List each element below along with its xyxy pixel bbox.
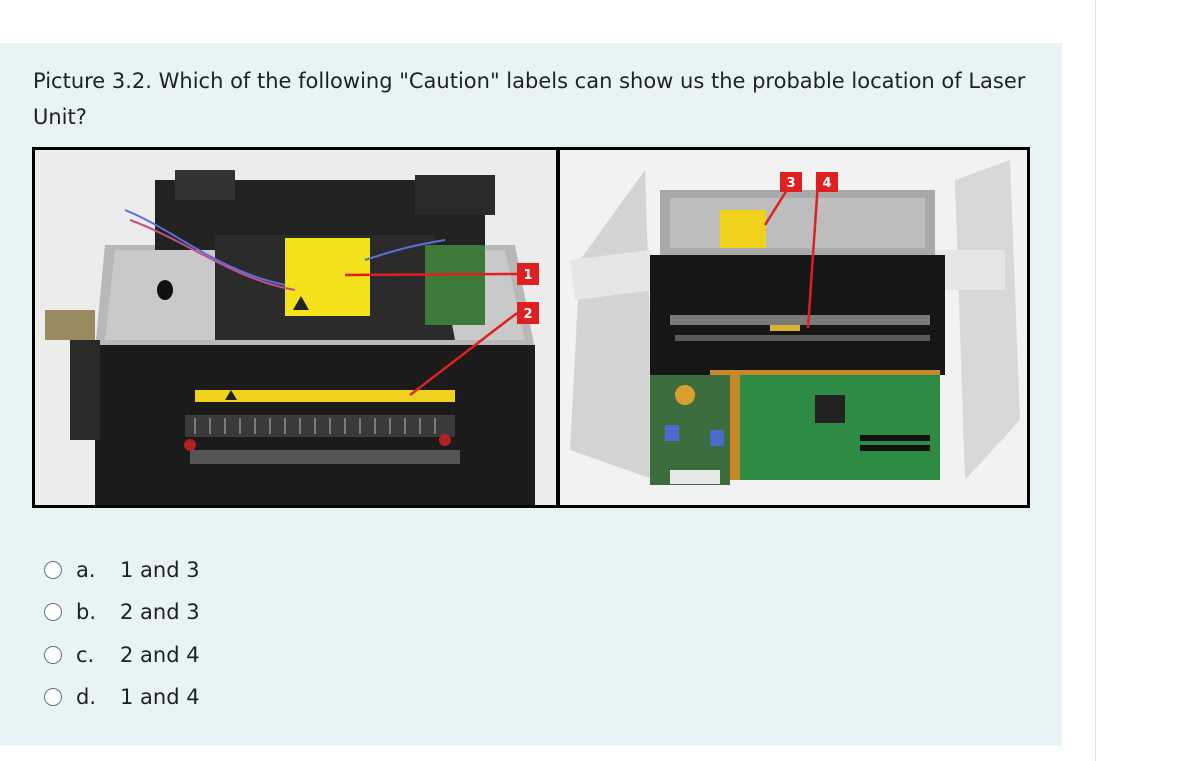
option-b-text: 2 and 3 [120, 600, 200, 624]
option-c-text: 2 and 4 [120, 643, 200, 667]
callout-1: 1 [523, 268, 532, 283]
option-d[interactable]: d. 1 and 4 [44, 682, 200, 712]
option-c-letter: c. [76, 643, 95, 667]
option-c[interactable]: c. 2 and 4 [44, 640, 200, 670]
option-b-letter: b. [76, 600, 97, 624]
question-text: Picture 3.2. Which of the following "Cau… [33, 69, 1026, 129]
option-a-text: 1 and 3 [120, 558, 200, 582]
radio-option-b[interactable] [44, 603, 62, 621]
callout-4: 4 [822, 176, 831, 191]
radio-option-c[interactable] [44, 646, 62, 664]
option-d-letter: d. [76, 685, 97, 709]
option-a[interactable]: a. 1 and 3 [44, 555, 200, 585]
question-figure: 1 2 [32, 147, 1030, 508]
option-a-letter: a. [76, 558, 96, 582]
radio-option-d[interactable] [44, 688, 62, 706]
option-d-text: 1 and 4 [120, 685, 200, 709]
callout-3: 3 [786, 176, 795, 191]
printer-photo-right: 3 4 [560, 150, 1027, 505]
radio-option-a[interactable] [44, 561, 62, 579]
callout-2: 2 [523, 307, 532, 322]
printer-photo-left: 1 2 [35, 150, 556, 505]
option-b[interactable]: b. 2 and 3 [44, 597, 200, 627]
page-divider [1095, 0, 1096, 761]
question-box: Picture 3.2. Which of the following "Cau… [0, 43, 1062, 746]
